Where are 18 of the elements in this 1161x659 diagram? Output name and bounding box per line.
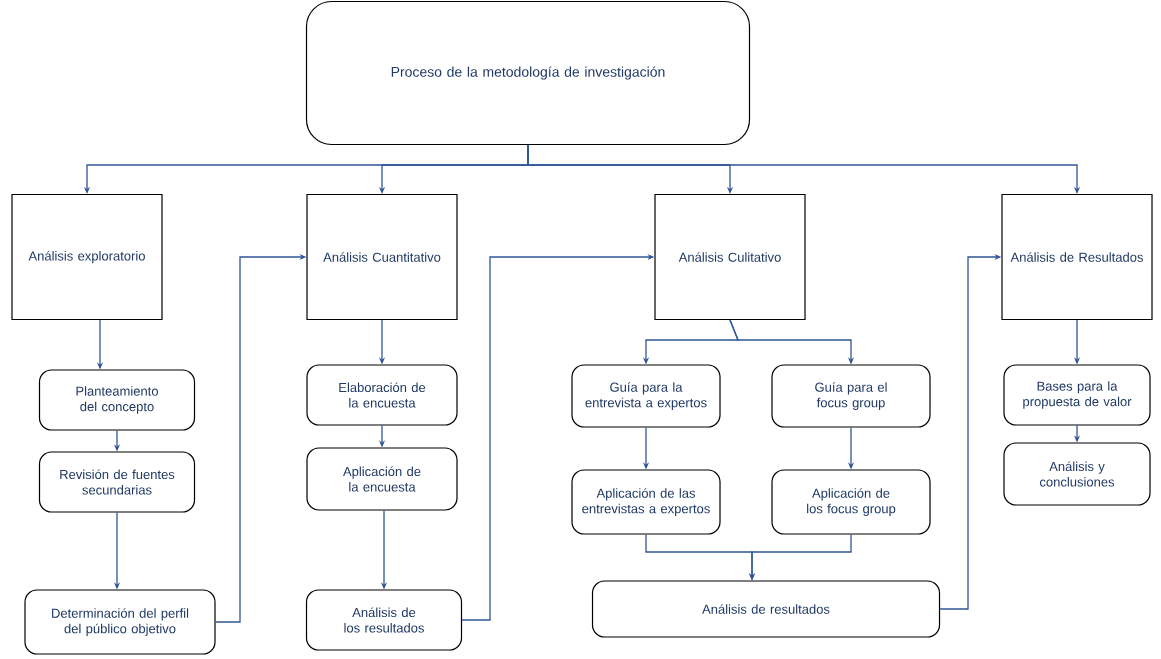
step-box: Revisión de fuentes secundarias (38, 451, 196, 513)
title-box: Proceso de la metodología de investigación (305, 0, 751, 146)
step-box: Planteamiento del concepto (38, 369, 196, 431)
stage-box: Análisis Culitativo (654, 193, 806, 321)
step-box: Guía para la entrevista a expertos (571, 364, 721, 428)
step-box: Elaboración de la encuesta (306, 364, 458, 426)
step-box: Aplicación de los focus group (771, 469, 931, 535)
stage-box: Análisis Cuantitativo (306, 193, 458, 321)
step-box: Análisis y conclusiones (1003, 442, 1151, 506)
stage-box: Análisis de Resultados (1001, 193, 1153, 321)
step-box: Aplicación de la encuesta (306, 447, 458, 511)
step-box: Guía para el focus group (771, 364, 931, 428)
step-box: Análisis de resultados (591, 580, 941, 638)
stage-box: Análisis exploratorio (11, 193, 163, 321)
step-box: Aplicación de las entrevistas a expertos (571, 469, 721, 535)
step-box: Determinación del perfil del público objetivo (24, 589, 216, 655)
step-box: Bases para la propuesta de valor (1003, 364, 1151, 426)
step-box: Análisis de los resultados (305, 589, 463, 651)
